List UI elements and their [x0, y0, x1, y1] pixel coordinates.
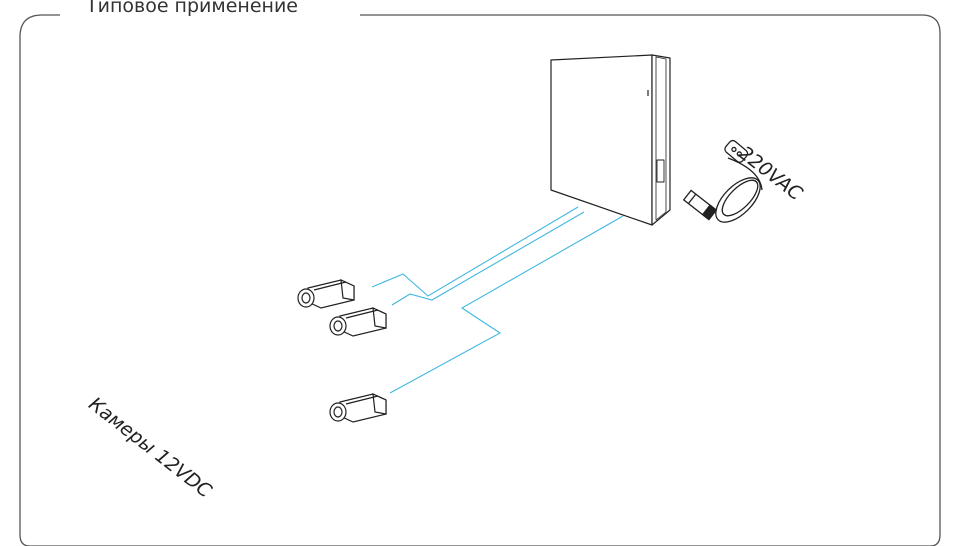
camera-icon-2 [329, 307, 387, 337]
power-cabinet [550, 54, 671, 226]
frame-border [19, 14, 941, 546]
camera-icon-1 [297, 279, 355, 309]
camera-cables [371, 206, 624, 394]
power-cord-icon [682, 139, 763, 223]
section-title: Типовое применение [78, 0, 306, 18]
camera-icon-3 [329, 393, 387, 423]
